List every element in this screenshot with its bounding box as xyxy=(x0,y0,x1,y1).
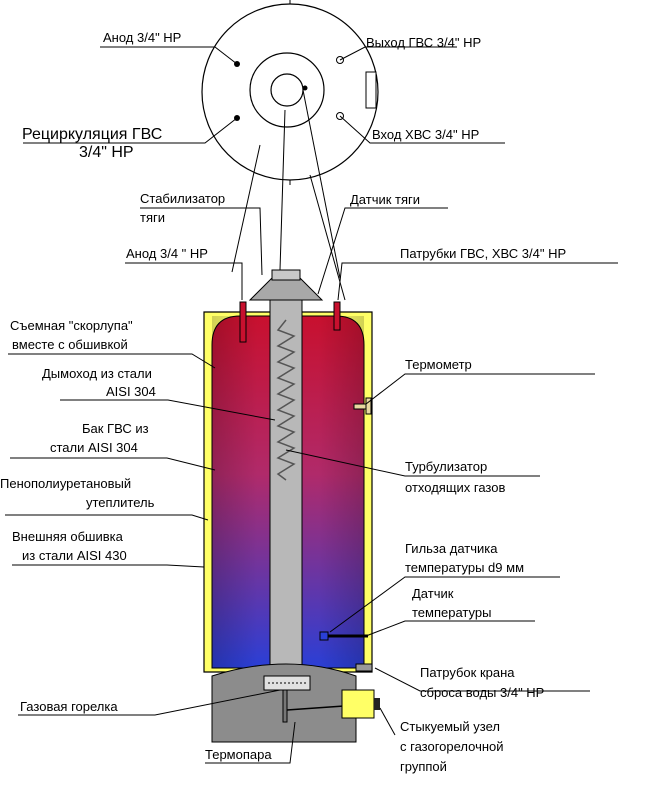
label-node-1: Стыкуемый узел xyxy=(400,719,500,734)
label-shell-2: вместе с обшивкой xyxy=(12,337,128,352)
thermocouple-rod xyxy=(282,689,288,723)
top-view-flue-circle xyxy=(270,73,304,107)
label-flue-1: Дымоход из стали xyxy=(42,366,152,381)
label-draft-stabilizer-1: Стабилизатор xyxy=(140,191,225,206)
label-temp-sensor-2: температуры xyxy=(412,605,491,620)
label-thermometer: Термометр xyxy=(405,357,472,372)
heater-body xyxy=(203,269,380,743)
top-view-side-tab xyxy=(365,71,377,109)
label-cold-in: Вход ХВС 3/4" НР xyxy=(372,127,479,142)
label-drain-2: сброса воды 3/4" НР xyxy=(420,685,544,700)
label-turbulator-1: Турбулизатор xyxy=(405,459,487,474)
label-draft-sensor: Датчик тяги xyxy=(350,192,420,207)
label-temp-sensor-1: Датчик xyxy=(412,586,454,601)
draft-stabilizer xyxy=(248,277,324,301)
label-draft-stabilizer-2: тяги xyxy=(140,210,165,225)
label-thermocouple: Термопара xyxy=(205,747,272,762)
label-sleeve-1: Гильза датчика xyxy=(405,541,498,556)
drain-valve xyxy=(355,663,373,672)
label-insulation-2: утеплитель xyxy=(86,495,155,510)
label-hot-out: Выход ГВС 3/4" НР xyxy=(366,35,481,50)
anode-plug xyxy=(239,301,247,343)
top-view xyxy=(23,0,505,185)
label-sleeve-2: температуры d9 мм xyxy=(405,560,524,575)
label-node-2: с газогорелочной xyxy=(400,739,504,754)
pipe-stubs xyxy=(333,301,341,331)
label-anode-top: Анод 3/4" НР xyxy=(103,30,181,45)
label-anode-side: Анод 3/4 " НР xyxy=(126,246,208,261)
label-outer-2: из стали AISI 430 xyxy=(22,548,127,563)
label-tank-1: Бак ГВС из xyxy=(82,421,149,436)
label-outer-1: Внешняя обшивка xyxy=(12,529,124,544)
label-insulation-1: Пенополиуретановый xyxy=(0,476,131,491)
turbulator xyxy=(276,319,296,481)
label-burner: Газовая горелка xyxy=(20,699,118,714)
label-recirculation-1: Рециркуляция ГВС xyxy=(22,126,162,143)
flue-pipe xyxy=(269,297,303,669)
label-recirculation-2: 3/4" НР xyxy=(79,144,134,161)
label-turbulator-2: отходящих газов xyxy=(405,480,505,495)
gas-control-block xyxy=(341,689,375,719)
burner xyxy=(263,675,311,691)
label-node-3: группой xyxy=(400,759,447,774)
label-drain-1: Патрубок крана xyxy=(420,665,515,680)
label-shell-1: Съемная "скорлупа" xyxy=(10,318,133,333)
label-tank-2: стали AISI 304 xyxy=(50,440,138,455)
label-flue-2: AISI 304 xyxy=(106,384,156,399)
label-pipes: Патрубки ГВС, ХВС 3/4" НР xyxy=(400,246,566,261)
